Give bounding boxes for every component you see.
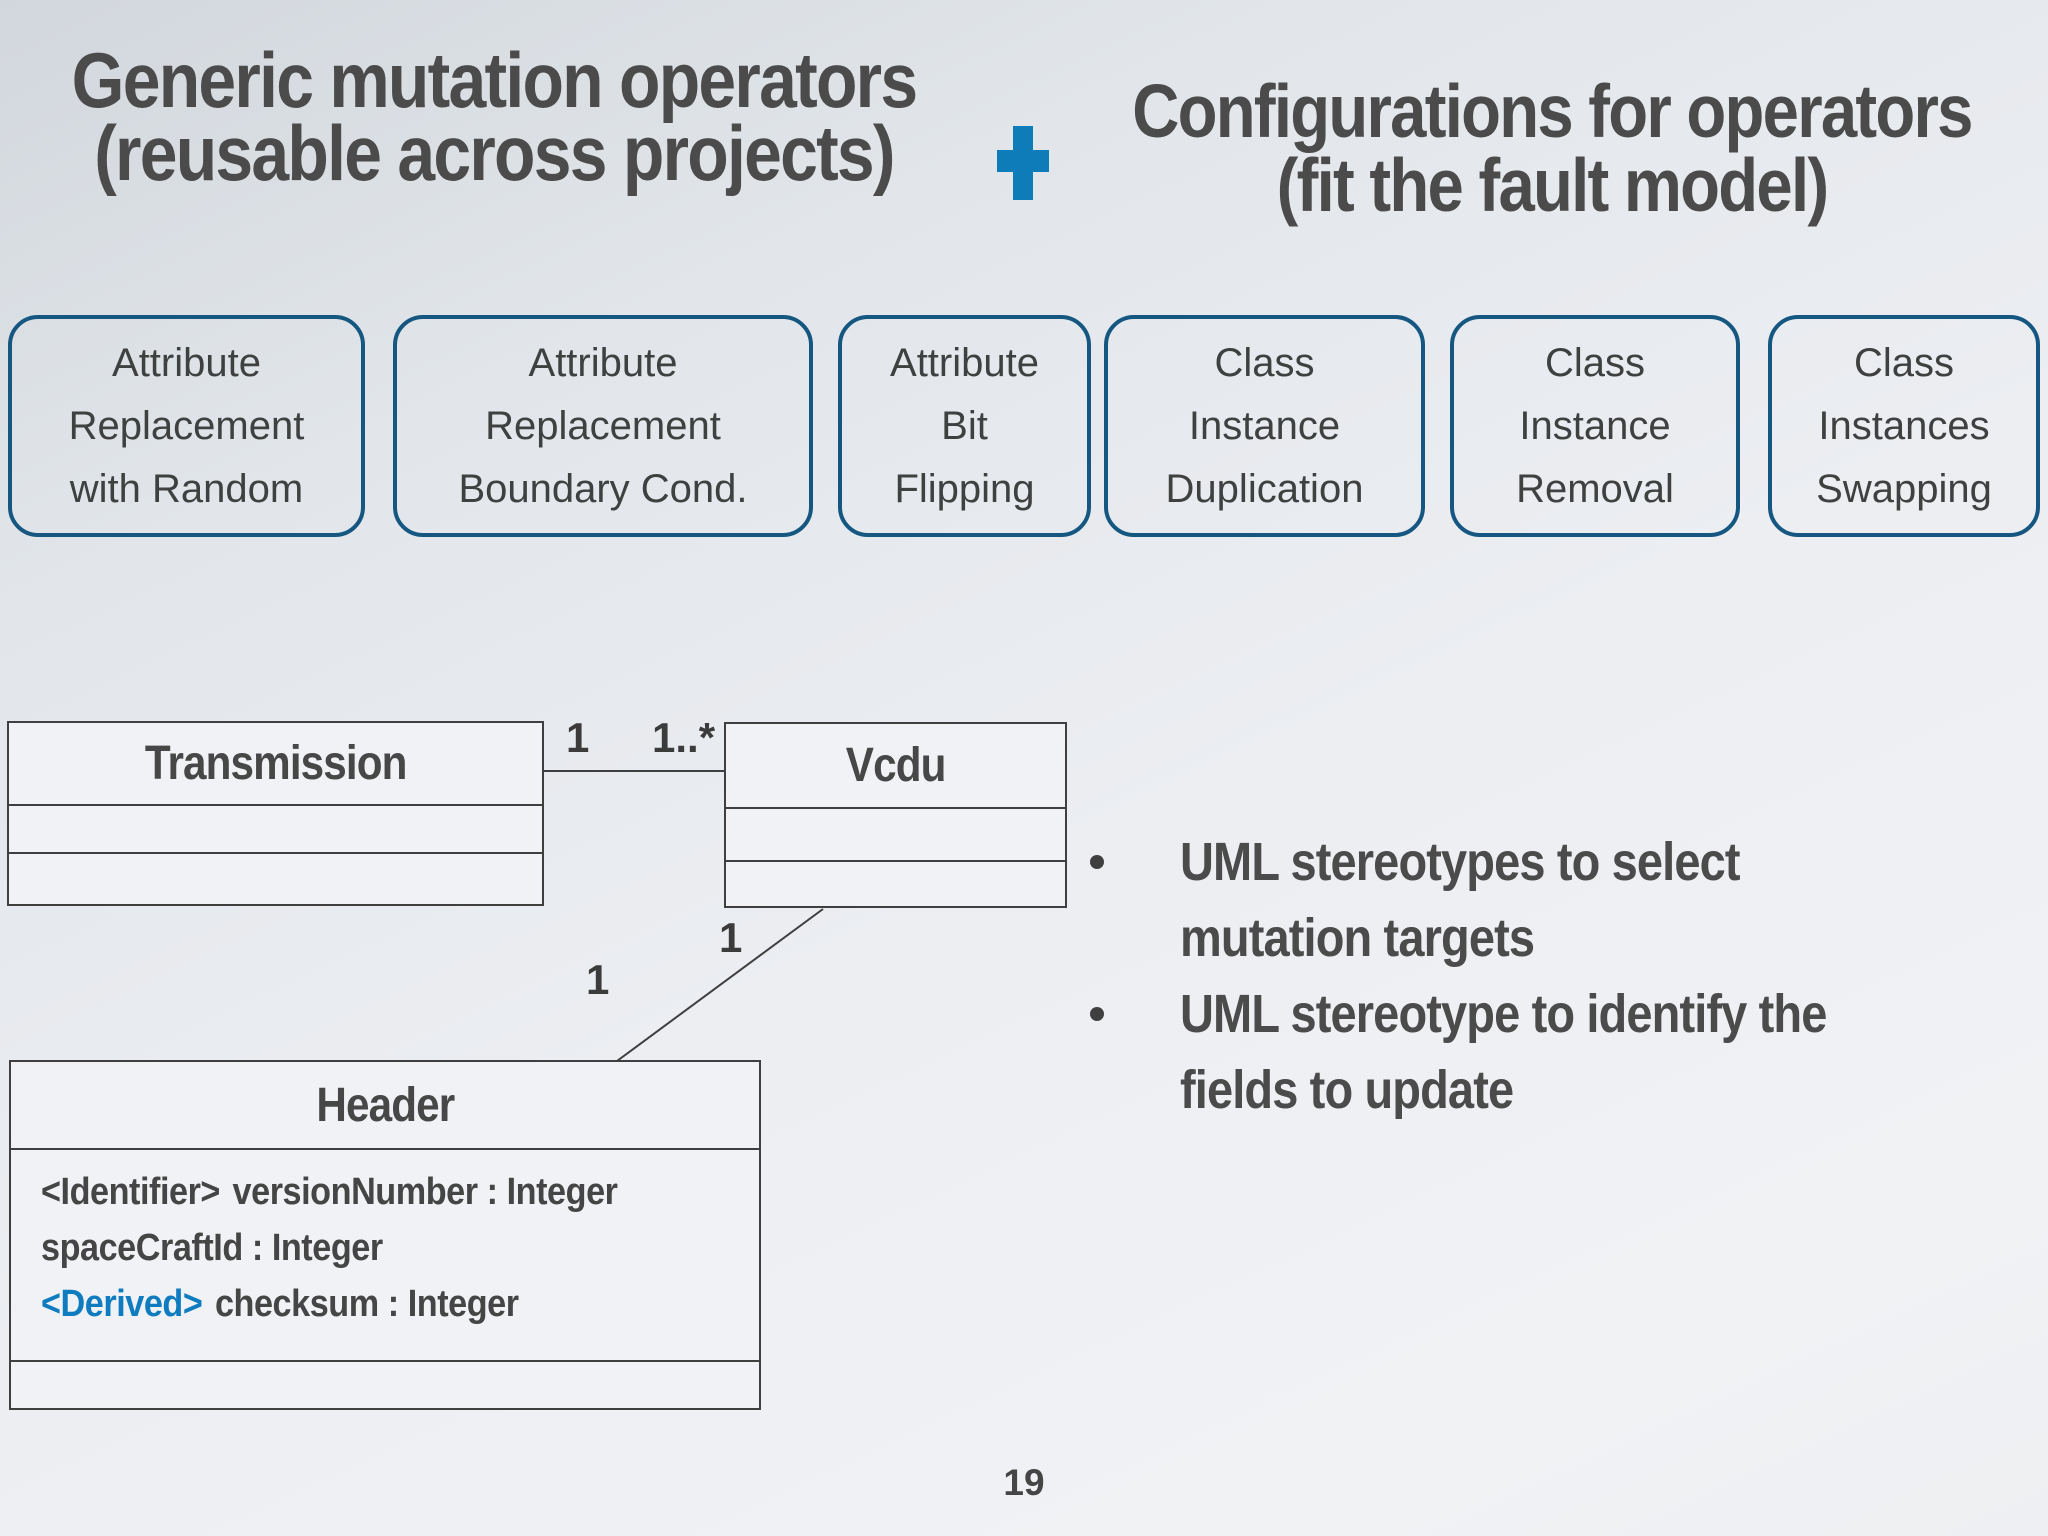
uml-attribute-text: checksum : Integer [214, 1283, 519, 1325]
operator-box-attribute-bit-flipping: Attribute Bit Flipping [838, 315, 1091, 537]
operator-box-label: Class Instance Removal [1516, 340, 1674, 511]
bullet-dot-icon [1090, 855, 1104, 869]
uml-class-name: Header [316, 1078, 455, 1132]
operator-box-class-instance-duplication: Class Instance Duplication [1104, 315, 1425, 537]
uml-attributes-compartment [726, 809, 1065, 862]
title-right-line2: (fit the fault model) [1276, 143, 1829, 227]
uml-class-transmission: Transmission [7, 721, 544, 906]
operator-box-label: Attribute Replacement Boundary Cond. [458, 340, 748, 511]
bullet-item: UML stereotype to identify the fields to… [1072, 976, 1972, 1128]
uml-attributes-compartment [9, 806, 542, 854]
derived-stereotype: <Derived> [41, 1283, 203, 1325]
operator-box-attribute-replacement-random: Attribute Replacement with Random [8, 315, 365, 537]
uml-attribute-checksum: <Derived> checksum : Integer [41, 1276, 687, 1332]
operator-box-attribute-replacement-boundary: Attribute Replacement Boundary Cond. [393, 315, 813, 537]
multiplicity-vcdu-end: 1..* [652, 714, 716, 761]
multiplicity-vcdu-header-top: 1 [719, 914, 743, 961]
uml-class-title-compartment: Header [11, 1062, 759, 1150]
operator-box-label: Attribute Bit Flipping [890, 340, 1039, 511]
title-left-line2: (reusable across projects) [94, 109, 895, 197]
uml-class-name: Vcdu [845, 739, 947, 792]
multiplicity-transmission-end: 1 [566, 714, 590, 761]
title-left-line1: Generic mutation operators [71, 36, 918, 124]
operator-box-label: Class Instance Duplication [1165, 340, 1364, 511]
page-number: 19 [1003, 1462, 1045, 1503]
bullet-dot-icon [1090, 1007, 1104, 1021]
uml-class-header: Header <Identifier> versionNumber : Integ… [9, 1060, 761, 1410]
title-right-line1: Configurations for operators [1132, 69, 1973, 153]
bullet-item: UML stereotypes to select mutation targe… [1072, 824, 1972, 976]
uml-attribute-text: versionNumber : Integer [232, 1171, 618, 1213]
uml-attributes-compartment: <Identifier> versionNumber : Integer spac… [11, 1150, 759, 1362]
title-right: Configurations for operators (fit the fa… [1126, 69, 1979, 227]
operator-box-label: Attribute Replacement with Random [68, 340, 305, 511]
title-left: Generic mutation operators (reusable acr… [71, 36, 918, 197]
bullet-text: UML stereotypes to select mutation targe… [1180, 832, 1740, 968]
uml-class-title-compartment: Vcdu [726, 724, 1065, 809]
bullet-list: UML stereotypes to select mutation targe… [1072, 824, 1972, 1128]
uml-attribute-versionnumber: <Identifier> versionNumber : Integer [41, 1164, 687, 1220]
uml-class-name: Transmission [144, 737, 408, 790]
plus-icon [997, 126, 1049, 200]
uml-class-vcdu: Vcdu [724, 722, 1067, 908]
multiplicity-vcdu-header-bottom: 1 [586, 956, 610, 1003]
uml-class-title-compartment: Transmission [9, 723, 542, 806]
operator-box-class-instances-swapping: Class Instances Swapping [1768, 315, 2040, 537]
bullet-text: UML stereotype to identify the fields to… [1180, 984, 1827, 1120]
identifier-stereotype: <Identifier> [41, 1171, 220, 1213]
uml-attribute-text: spaceCraftId : Integer [41, 1227, 383, 1269]
operator-box-label: Class Instances Swapping [1816, 340, 1992, 511]
operator-box-class-instance-removal: Class Instance Removal [1450, 315, 1740, 537]
uml-attribute-spacecraftid: spaceCraftId : Integer [41, 1220, 687, 1276]
